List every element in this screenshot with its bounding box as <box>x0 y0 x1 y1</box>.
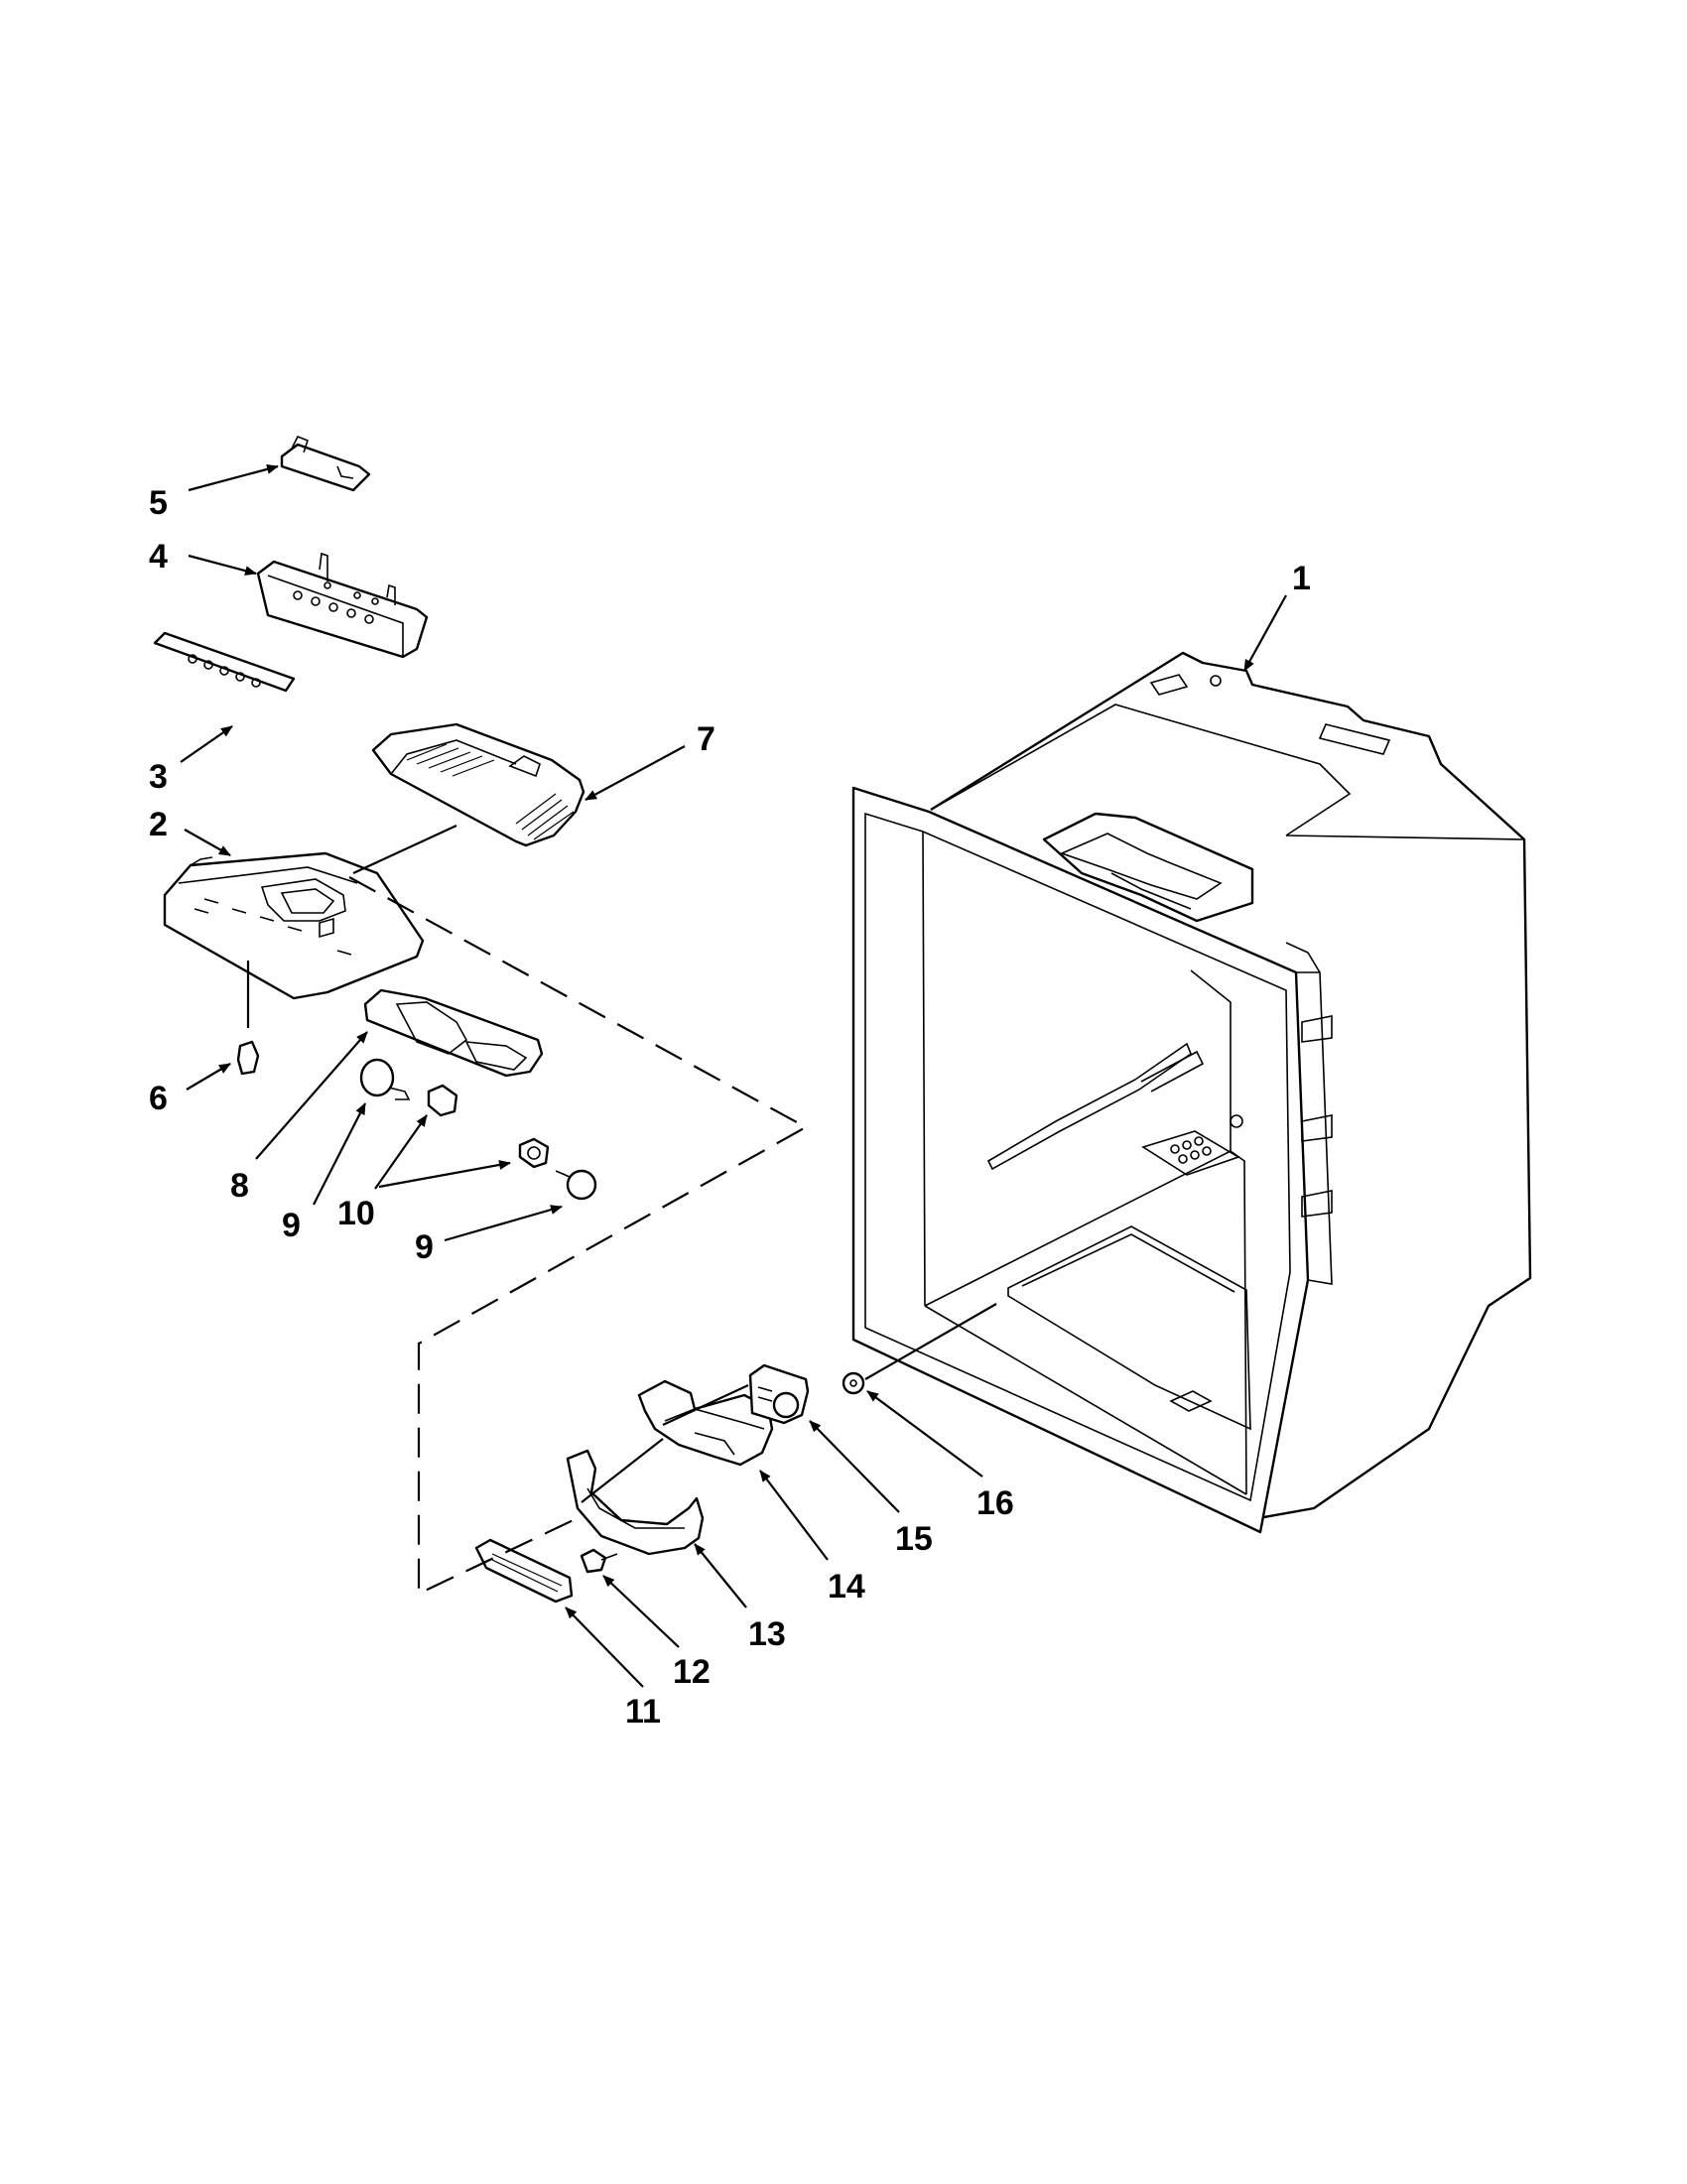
assembly-line-dispenser-b <box>662 1384 749 1426</box>
leader-14 <box>759 1470 829 1561</box>
part-12-screw <box>580 1548 618 1574</box>
callout-7: 7 <box>697 720 715 758</box>
part-7-vent-cover <box>371 722 585 847</box>
leader-7 <box>584 745 686 801</box>
part-3-overlay <box>153 631 296 693</box>
callout-15: 15 <box>895 1520 933 1558</box>
part-4-housing <box>256 552 429 659</box>
leader-12 <box>602 1575 680 1648</box>
part-9-bulb-upper <box>359 1058 411 1100</box>
leader-8 <box>255 1031 368 1160</box>
part-15-actuator <box>748 1363 810 1425</box>
leader-10a <box>374 1114 428 1190</box>
part-2-control-housing <box>163 851 425 1000</box>
callout-5: 5 <box>149 484 168 522</box>
part-8-lamp-housing <box>363 988 544 1078</box>
leader-arrows <box>180 464 1287 1688</box>
leader-2 <box>184 829 231 856</box>
leader-11 <box>565 1606 644 1688</box>
callout-labels: 1 5 4 3 2 7 6 8 9 10 9 11 12 13 14 15 16 <box>149 484 1311 1731</box>
callout-12: 12 <box>673 1653 711 1691</box>
part-16-screw <box>842 1371 865 1395</box>
callout-9-upper: 9 <box>282 1207 301 1244</box>
leader-10b <box>378 1160 511 1189</box>
part-10-socket-upper <box>427 1084 458 1117</box>
leader-4 <box>188 554 257 577</box>
part-1-liner <box>851 651 1532 1534</box>
leader-15 <box>809 1420 900 1513</box>
leader-6 <box>186 1063 231 1091</box>
callout-14: 14 <box>828 1568 865 1606</box>
assembly-line-dispenser-a <box>581 1438 664 1503</box>
callout-9-lower: 9 <box>415 1228 434 1266</box>
callout-4: 4 <box>149 538 168 576</box>
leader-9b <box>444 1205 563 1242</box>
callout-1: 1 <box>1292 560 1311 597</box>
leader-9a <box>313 1102 366 1206</box>
callout-16: 16 <box>976 1484 1014 1522</box>
part-14-dispenser-body <box>637 1379 774 1467</box>
leader-1 <box>1243 594 1287 672</box>
leader-16 <box>866 1390 983 1477</box>
assembly-dashed-line <box>348 876 809 1596</box>
assembly-line-screw <box>864 1303 997 1380</box>
part-10-socket-lower <box>518 1137 550 1169</box>
part-9-bulb-lower <box>555 1169 597 1201</box>
callout-8: 8 <box>230 1167 249 1205</box>
leader-5 <box>188 464 279 492</box>
leader-3 <box>180 725 233 763</box>
callout-10: 10 <box>337 1195 375 1232</box>
callout-13: 13 <box>748 1615 786 1653</box>
assembly-line-vent <box>352 825 457 874</box>
callout-3: 3 <box>149 758 168 796</box>
part-5-cover <box>280 435 371 492</box>
part-11-lens <box>474 1538 574 1604</box>
part-6-switch <box>236 1040 260 1076</box>
callout-11: 11 <box>625 1693 661 1731</box>
callout-2: 2 <box>149 806 168 843</box>
part-13-dispenser-trim <box>566 1449 705 1556</box>
callout-6: 6 <box>149 1080 168 1117</box>
leader-13 <box>694 1543 747 1608</box>
